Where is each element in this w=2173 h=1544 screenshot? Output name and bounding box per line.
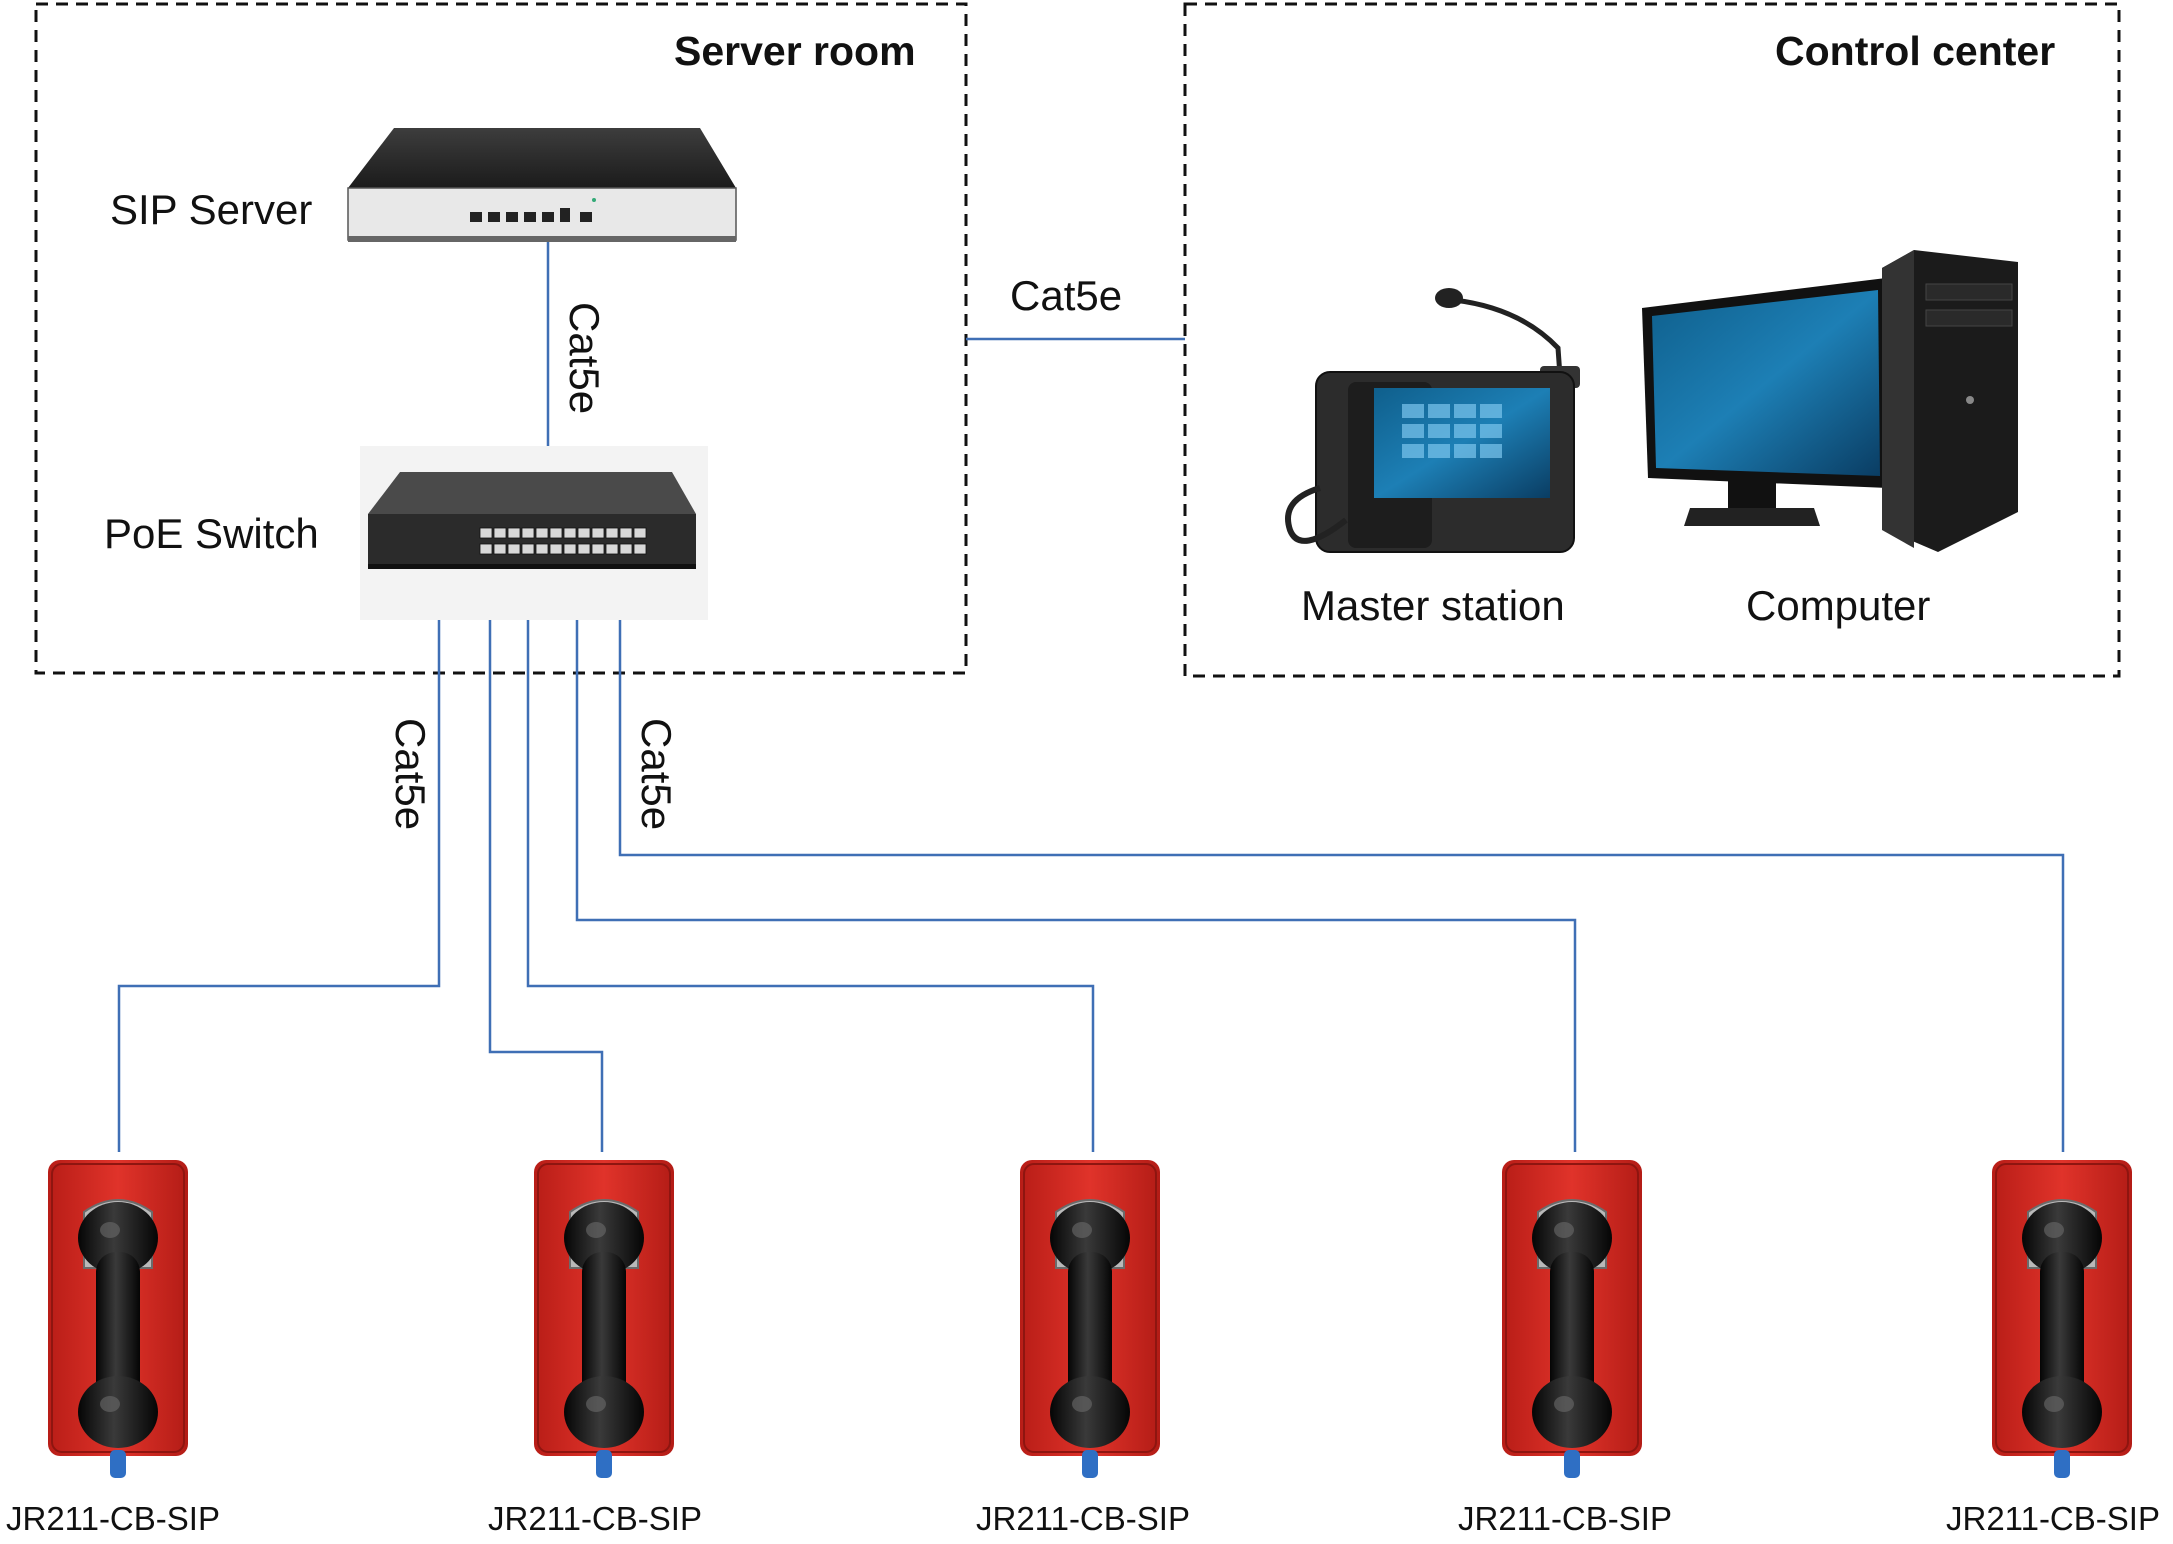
computer-image [1642,250,2018,552]
master-station-label: Master station [1301,582,1565,629]
cable-to-phone-4 [575,596,1577,1152]
cable-to-phone-3 [526,596,1095,1152]
phone-2-label: JR211-CB-SIP [488,1500,702,1537]
phone-4-label: JR211-CB-SIP [1458,1500,1672,1537]
cable-label-phones-left: Cat5e [387,718,434,831]
server-room-title: Server room [674,28,916,74]
cable-label-phones-right: Cat5e [633,718,680,831]
control-center-title: Control center [1775,28,2056,74]
phone-5-image [1991,1159,2133,1479]
phone-3-image [1019,1159,1161,1479]
phone-4-image [1501,1159,1643,1479]
cable-label-horizontal: Cat5e [1010,272,1123,319]
phone-2-image [533,1159,675,1479]
cables [117,238,2065,1152]
computer-label: Computer [1746,582,1931,629]
poe-switch-image [360,446,708,620]
phone-1-image [47,1159,189,1479]
sip-server-image [347,128,737,242]
cable-to-phone-1 [117,596,441,1152]
cable-to-phone-5 [618,596,2065,1152]
phone-1-label: JR211-CB-SIP [6,1500,220,1537]
phone-5-label: JR211-CB-SIP [1946,1500,2160,1537]
control-center-zone [1183,2,2121,678]
sip-server-label: SIP Server [110,186,313,233]
cable-to-phone-2 [488,596,604,1152]
cable-label-server-switch: Cat5e [561,302,608,415]
master-station-image [1285,288,1580,553]
phone-3-label: JR211-CB-SIP [976,1500,1190,1537]
poe-switch-label: PoE Switch [104,510,319,557]
